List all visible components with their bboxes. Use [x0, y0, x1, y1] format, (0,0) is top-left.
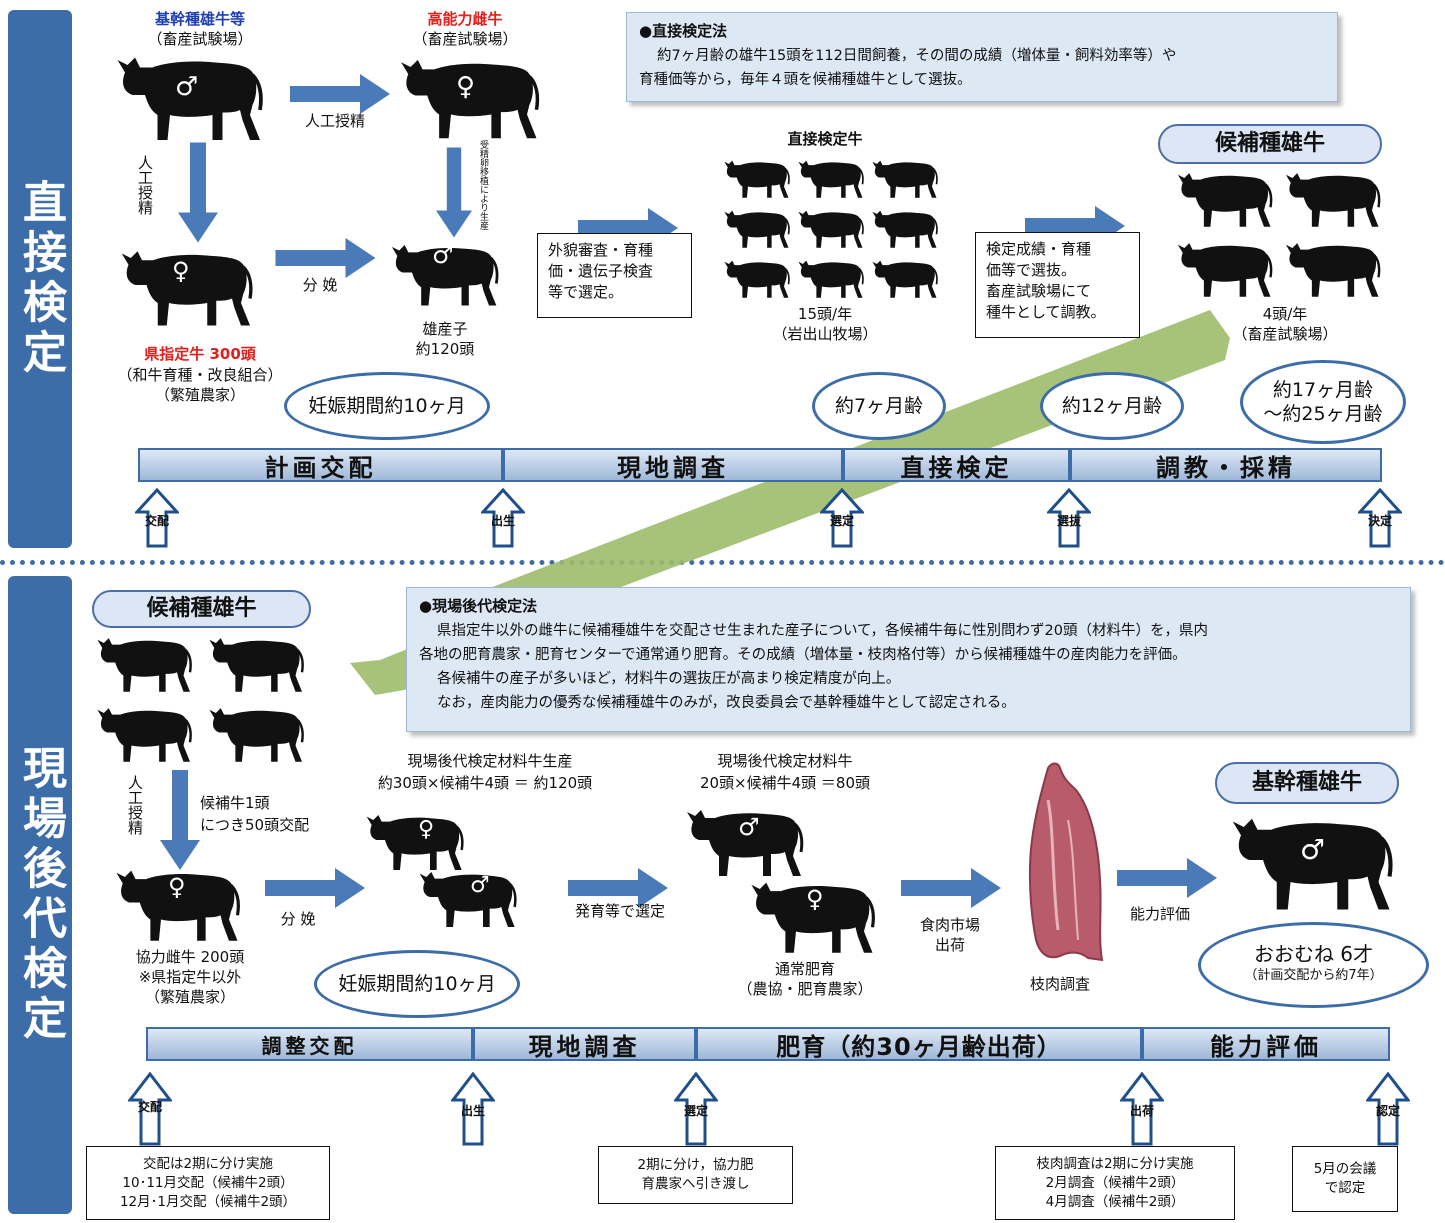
male-calves-label: 雄産子: [422, 320, 468, 338]
age-6-bubble: おおむね 6才（計画交配から約7年）: [1198, 922, 1429, 1008]
eval-arrow: [1117, 858, 1217, 898]
milestone-birth-bottom: 出生: [449, 1071, 497, 1146]
designated-cow-name: 県指定牛 300頭: [144, 345, 256, 363]
progeny-test-info: ●現場後代検定法 県指定牛以外の雌牛に候補種雄牛を交配させ生まれた産子について，…: [406, 587, 1411, 732]
timeline-direct-test: 直接検定: [843, 448, 1070, 482]
candidate-count: 4頭/年: [1262, 305, 1308, 323]
core-bull-pill: 基幹種雄牛: [1215, 762, 1399, 804]
ai-arrow-down: [178, 142, 218, 243]
timeline-adjust-mating: 調整交配: [146, 1027, 473, 1061]
age-17-25m-bubble: 約17ヶ月齢～約25ヶ月齢: [1240, 360, 1406, 444]
timeline-field-survey: 現地調査: [503, 448, 843, 482]
timeline-training: 調教・採精: [1070, 448, 1382, 482]
milestone-mating: 交配: [135, 488, 179, 548]
choose-criteria-box: 検定成績・育種価等で選抜。畜産試験場にて種牛として調教。: [975, 232, 1140, 338]
milestone-choice: 選抜: [1047, 488, 1091, 548]
et-label: 受精卵移植により生産: [478, 140, 488, 230]
candidate-bull-pill-bottom: 候補種雄牛: [92, 590, 311, 628]
coop-cow-name: 協力雌牛 200頭: [135, 948, 245, 966]
select-criteria-box: 外貌審査・育種価・遺伝子検査等で選定。: [537, 233, 692, 318]
material-cattle-count: 20頭×候補牛4頭 ＝80頭: [699, 774, 871, 792]
designated-cow-sub1: （和牛育種・改良組合）: [117, 366, 283, 384]
section-divider: [0, 560, 1445, 565]
pregnancy-bubble-bottom: 妊娠期間約10ヶ月: [314, 950, 520, 1018]
ai-label-v-bottom: 人工授精: [126, 775, 144, 835]
direct-test-info: ●直接検定法 約7ヶ月齢の雄牛15頭を112日間飼養，その間の成績（増体量・飼料…: [626, 12, 1338, 102]
production-label: 現場後代検定材料牛生産: [407, 752, 573, 770]
eval-label: 能力評価: [1129, 905, 1190, 923]
et-arrow-down: [436, 147, 472, 238]
candidate-bull-pill-top: 候補種雄牛: [1158, 124, 1382, 164]
production-count: 約30頭×候補牛4頭 ＝ 約120頭: [377, 774, 593, 792]
male-symbol: ♂: [432, 241, 454, 269]
male-symbol: ♂: [1300, 833, 1326, 866]
market-label-2: 出荷: [934, 936, 965, 954]
fattening-farm: （農協・肥育農家）: [737, 980, 873, 998]
test-cattle-title: 直接検定牛: [787, 130, 863, 148]
market-arrow: [901, 868, 1001, 908]
material-cattle-label: 現場後代検定材料牛: [717, 752, 853, 770]
core-bull-name: 基幹種雄牛等: [154, 10, 245, 28]
ai-arrow-right: [290, 74, 390, 114]
birth-arrow-bottom: [265, 868, 365, 908]
milestone-selection: 選定: [820, 488, 864, 548]
birth-label-bottom: 分 娩: [280, 910, 316, 928]
male-symbol: ♂: [738, 813, 760, 841]
progeny-test-label: 現場後代検定: [8, 576, 72, 1214]
female-symbol: ♀: [806, 885, 824, 913]
high-cow-name: 高能力雌牛: [427, 10, 503, 28]
female-symbol: ♀: [418, 817, 435, 842]
coop-cow-note: ※県指定牛以外: [138, 968, 242, 986]
candidate-bull-grid-top: [1175, 165, 1395, 305]
mating-note-2: につき50頭交配: [200, 816, 310, 834]
age-7m-bubble: 約7ヶ月齢: [812, 372, 946, 440]
birth-label: 分 娩: [302, 276, 338, 294]
male-symbol: ♂: [470, 873, 490, 898]
market-label-1: 食肉市場: [919, 916, 980, 934]
male-calves-count: 約120頭: [415, 340, 475, 358]
male-symbol: ♂: [175, 72, 199, 102]
birth-arrow: [275, 238, 376, 278]
designated-cow-image: [119, 249, 253, 328]
note-certification: 5月の会議で認定: [1292, 1146, 1398, 1212]
pregnancy-bubble-top: 妊娠期間約10ヶ月: [284, 372, 490, 440]
timeline-field-survey-bottom: 現地調査: [473, 1027, 696, 1061]
ai-label-h: 人工授精: [304, 112, 365, 130]
milestone-mating-bottom: 交配: [126, 1071, 174, 1146]
carcass-image: [1028, 762, 1104, 962]
ai-label-v: 人工授精: [136, 155, 154, 215]
direct-test-label: 直接検定: [8, 10, 72, 548]
core-bull-place: （畜産試験場）: [147, 30, 253, 48]
designated-cow-sub2: （繁殖農家）: [154, 386, 245, 404]
milestone-ship-bottom: 出荷: [1118, 1071, 1166, 1146]
coop-cow-farm: （繁殖農家）: [144, 988, 235, 1006]
candidate-bull-grid-bottom: [92, 630, 322, 770]
milestone-birth: 出生: [481, 488, 525, 548]
male-calf-image-bottom: [418, 870, 517, 929]
timeline-evaluation: 能力評価: [1142, 1027, 1390, 1061]
milestone-certify-bottom: 認定: [1364, 1071, 1412, 1146]
growth-select-label: 発育等で選定: [574, 902, 665, 920]
milestone-select-bottom: 選定: [672, 1071, 720, 1146]
test-cattle-count: 15頭/年: [797, 305, 853, 323]
female-symbol: ♀: [456, 72, 476, 102]
mating-note-1: 候補牛1頭: [200, 794, 270, 812]
carcass-label: 枝肉調査: [1029, 975, 1090, 993]
timeline-planned-mating: 計画交配: [138, 448, 503, 482]
milestone-decision: 決定: [1358, 488, 1402, 548]
timeline-fattening: 肥育（約30ヶ月齢出荷）: [696, 1027, 1142, 1061]
note-handover: 2期に分け，協力肥育農家へ引き渡し: [598, 1146, 793, 1204]
female-symbol: ♀: [168, 873, 186, 901]
fattening-label: 通常肥育: [774, 960, 835, 978]
age-12m-bubble: 約12ヶ月齢: [1040, 372, 1184, 440]
test-cattle-place: （岩出山牧場）: [772, 325, 878, 343]
high-cow-place: （畜産試験場）: [412, 30, 518, 48]
ai-arrow-down-bottom: [160, 770, 200, 870]
candidate-place: （畜産試験場）: [1232, 325, 1338, 343]
female-symbol: ♀: [172, 257, 190, 285]
test-cattle-grid: [722, 155, 942, 305]
